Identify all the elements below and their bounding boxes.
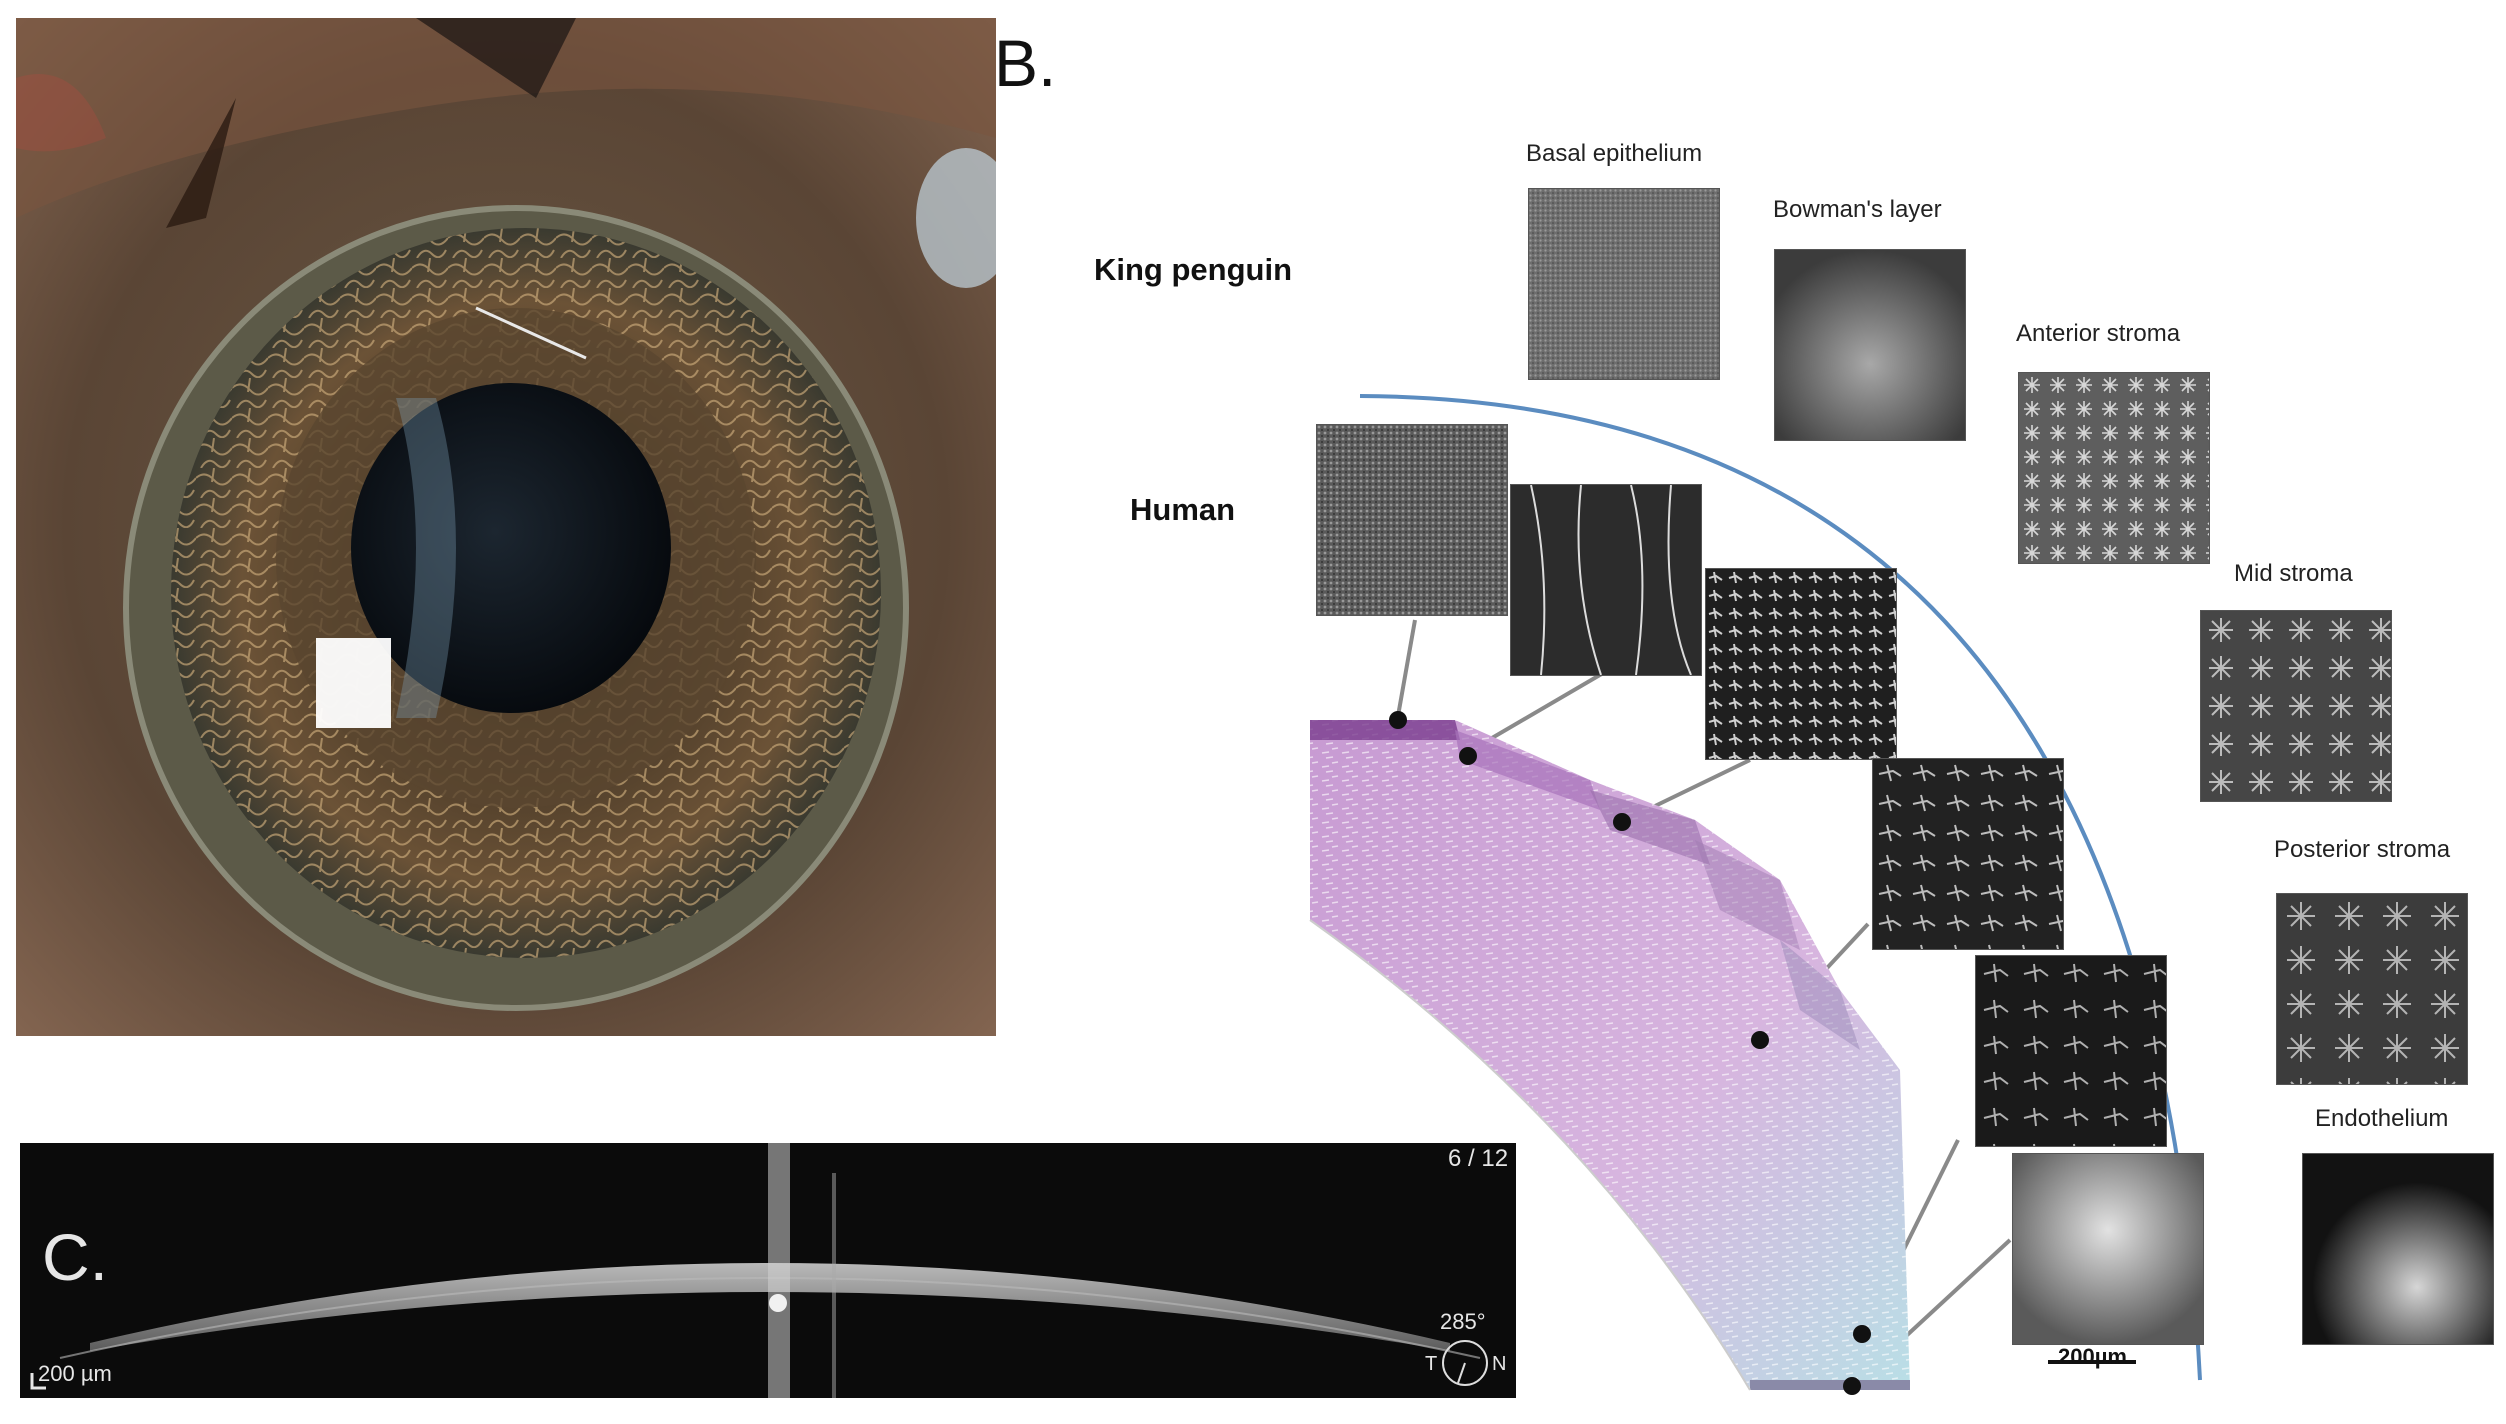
human-tile-subbasal-nerves bbox=[1510, 484, 1702, 676]
scale-bar-line bbox=[2048, 1360, 2136, 1364]
penguin-label-bowmans-layer: Bowman's layer bbox=[1773, 196, 1942, 223]
penguin-tile-endothelium bbox=[2302, 1153, 2494, 1345]
human-tile-basal-epithelium bbox=[1316, 424, 1508, 616]
oct-cornea-cross-section bbox=[30, 1143, 1488, 1398]
human-tile-endothelium bbox=[2012, 1153, 2204, 1345]
cornea-tissue-illustration bbox=[1309, 711, 1910, 1395]
penguin-tile-basal-epithelium bbox=[1528, 188, 1720, 380]
human-tile-mid-stroma bbox=[1872, 758, 2064, 950]
penguin-label-mid-stroma: Mid stroma bbox=[2234, 560, 2353, 587]
human-tile-anterior-stroma bbox=[1705, 568, 1897, 760]
panel-b-label: B. bbox=[994, 26, 1057, 100]
panel-c-label: C. bbox=[42, 1220, 108, 1294]
species-label-human: Human bbox=[1130, 492, 1236, 527]
oct-scale-bar-label: 200 µm bbox=[38, 1361, 112, 1386]
penguin-label-basal-epithelium: Basal epithelium bbox=[1526, 140, 1703, 167]
penguin-label-anterior-stroma: Anterior stroma bbox=[2016, 320, 2181, 347]
penguin-label-posterior-stroma: Posterior stroma bbox=[2274, 836, 2451, 863]
scale-bar-icon bbox=[30, 1373, 46, 1390]
scale-bar-label: 200µm bbox=[2058, 1344, 2127, 1369]
species-label-penguin: King penguin bbox=[1094, 252, 1293, 287]
penguin-tile-posterior-stroma bbox=[2276, 893, 2468, 1085]
penguin-tile-mid-stroma bbox=[2200, 610, 2392, 802]
oct-scan-image: C. 6 / 12 200 µm 285° T N bbox=[20, 1143, 1516, 1398]
penguin-tile-bowmans-layer bbox=[1774, 249, 1966, 441]
eye-photograph bbox=[16, 18, 996, 1036]
human-tile-posterior-stroma bbox=[1975, 955, 2167, 1147]
penguin-label-endothelium: Endothelium bbox=[2315, 1105, 2449, 1132]
penguin-tile-anterior-stroma bbox=[2018, 372, 2210, 564]
